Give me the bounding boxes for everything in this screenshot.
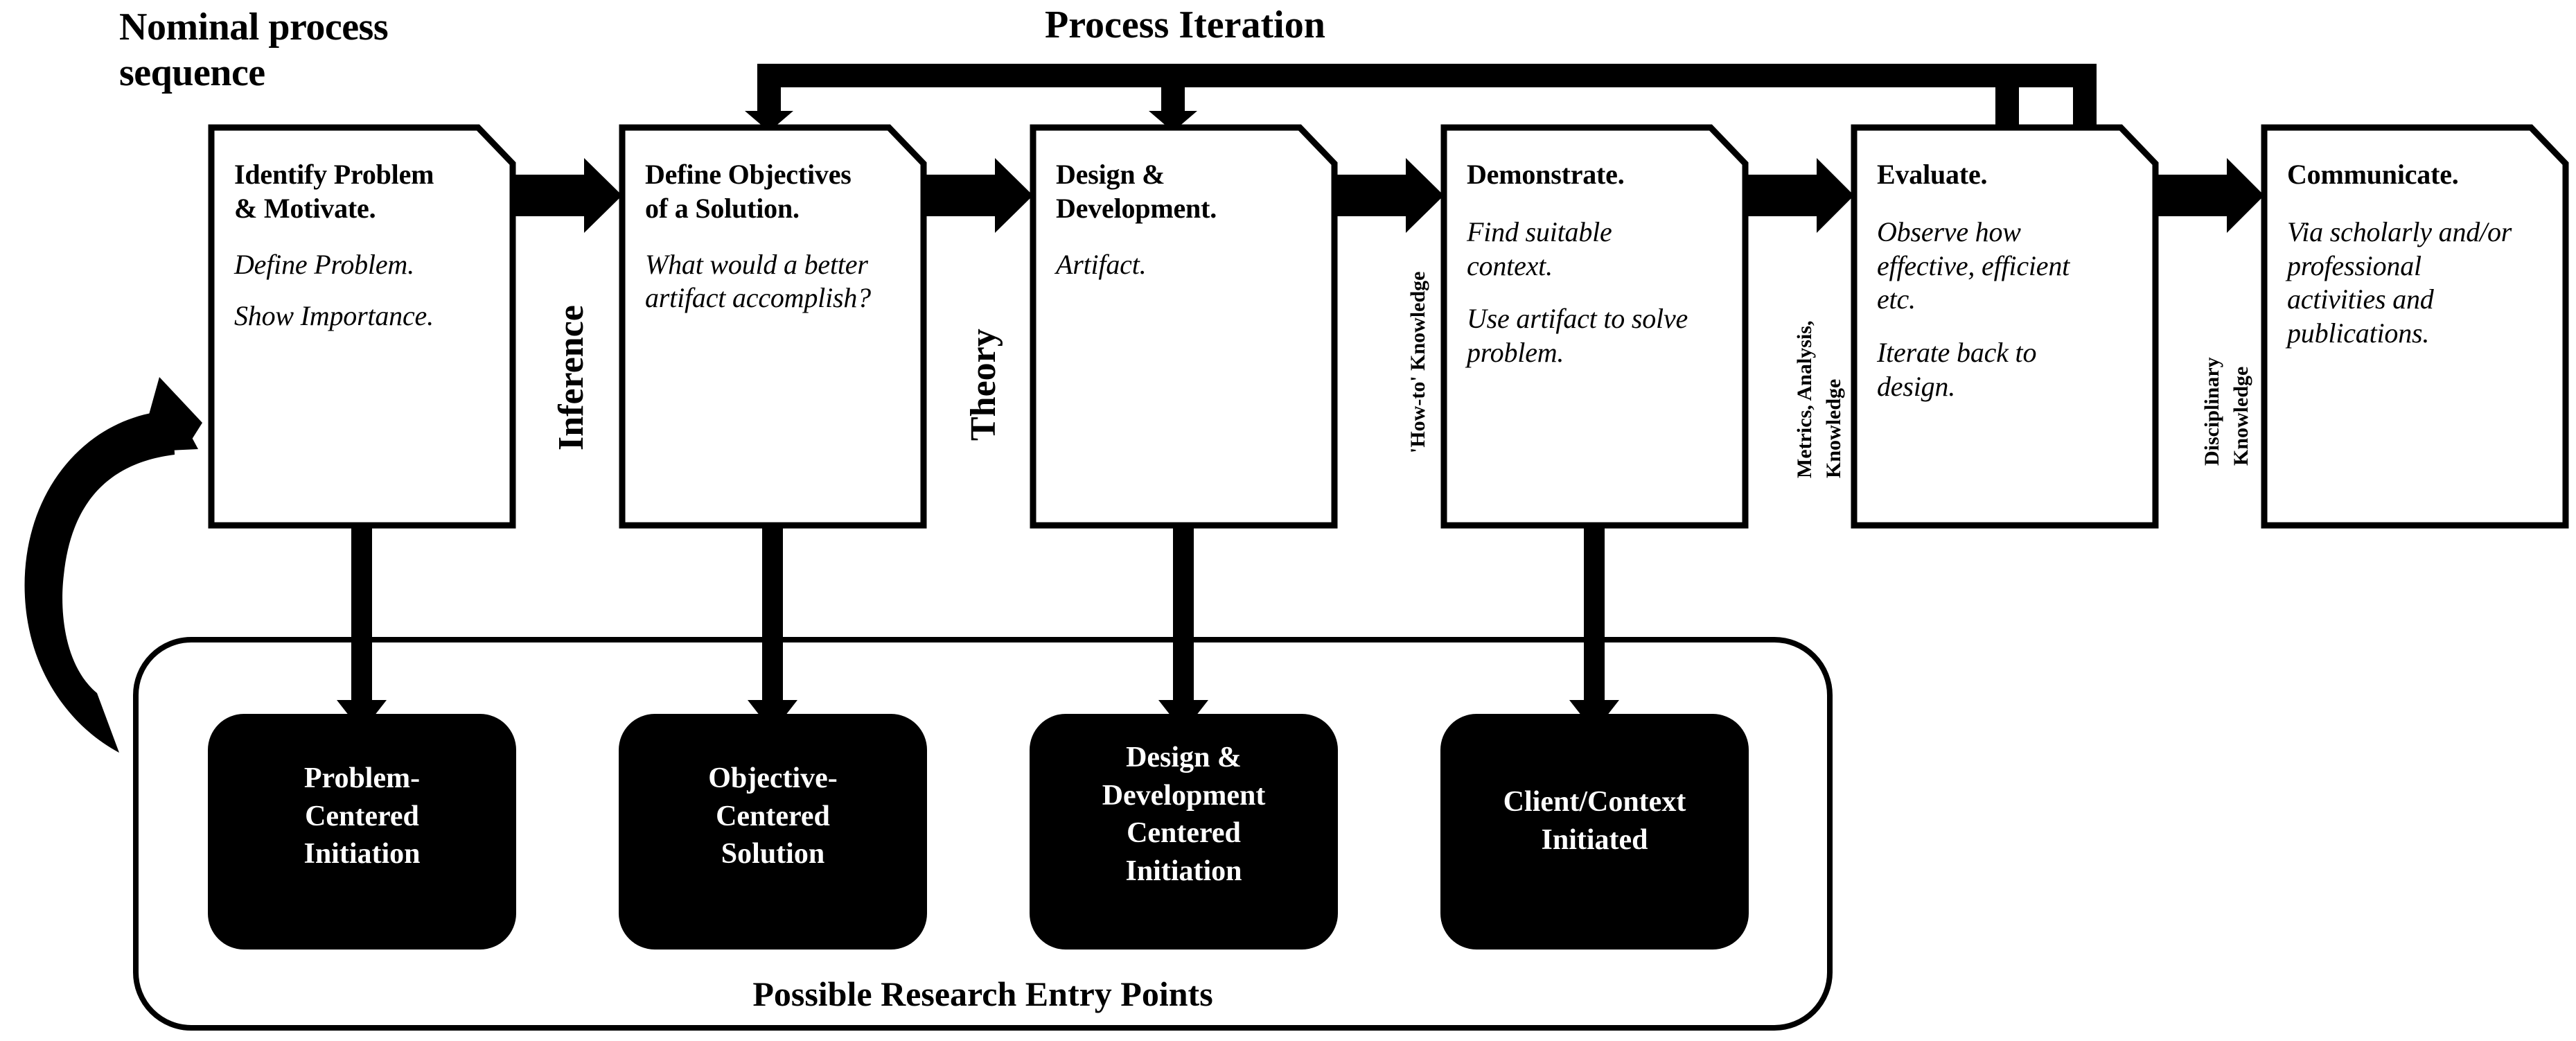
box1-heading-line1: Identify Problem	[234, 159, 434, 190]
process-box-3	[1030, 124, 1338, 529]
box2-body-line1: What would a better	[645, 248, 868, 280]
entry-box-1-label: Problem- Centered Initiation	[208, 760, 516, 873]
process-box-2	[619, 124, 927, 529]
process-iteration-label: Process Iteration	[1045, 3, 1325, 46]
arrow-4-5	[1745, 158, 1854, 233]
sequence-arrows	[513, 158, 2264, 233]
entry-box-4-label: Client/Context Initiated	[1440, 783, 1749, 859]
process-box-1-text: Identify Problem & Motivate. Define Prob…	[234, 158, 497, 333]
box3-heading-line2: Development.	[1056, 192, 1217, 224]
box6-heading-line1: Communicate.	[2287, 159, 2459, 190]
arrow-1-2	[513, 158, 622, 233]
box5-body-line4: Iterate back to	[1877, 337, 2037, 369]
page-title-line2: sequence	[119, 51, 265, 95]
process-box-5-text: Evaluate. Observe how effective, efficie…	[1877, 158, 2149, 404]
box6-body-line3: activities and	[2287, 283, 2434, 315]
box6-body-line2: professional	[2287, 250, 2421, 281]
entry-box-3-label: Design & Development Centered Initiation	[1030, 739, 1338, 890]
entry-point-arrows	[337, 525, 1619, 732]
entry-box-3-line4: Initiation	[1125, 855, 1242, 887]
box2-body-line2: artifact accomplish?	[645, 282, 871, 314]
process-box-6	[2261, 124, 2569, 529]
box4-body-line3: Use artifact to solve	[1467, 303, 1688, 335]
box3-heading-line1: Design &	[1056, 159, 1165, 190]
box6-body-line4: publications.	[2287, 317, 2430, 349]
process-box-3-text: Design & Development. Artifact.	[1056, 158, 1327, 281]
entry-box-3-line3: Centered	[1127, 817, 1241, 850]
arrow-3-4	[1334, 158, 1444, 233]
connector-label-metrics-analysis: Metrics, Analysis,	[1793, 320, 1816, 478]
box5-heading-line1: Evaluate.	[1877, 159, 1988, 190]
entry-point-boxes	[208, 714, 1749, 950]
process-box-5	[1851, 124, 2159, 529]
box6-body-line1: Via scholarly and/or	[2287, 216, 2512, 247]
process-box-outlines	[208, 124, 2569, 529]
entry-box-3-line1: Design &	[1126, 742, 1242, 773]
entry-box-3	[1030, 714, 1338, 950]
arrow-2-3	[924, 158, 1033, 233]
entry-box-4-line2: Initiated	[1541, 823, 1648, 856]
box4-heading-line1: Demonstrate.	[1467, 159, 1625, 190]
entry-box-2-label: Objective- Centered Solution	[619, 760, 927, 873]
page-title: Nominal process sequence	[119, 4, 445, 96]
process-box-2-text: Define Objectives of a Solution. What wo…	[645, 158, 917, 315]
box1-body-line2: Show Importance.	[234, 300, 434, 332]
entry-box-2-line3: Solution	[721, 838, 825, 871]
arrow-5-6	[2155, 158, 2264, 233]
box5-body-line1: Observe how	[1877, 216, 2021, 247]
process-box-1	[208, 124, 516, 529]
box5-body-line5: design.	[1877, 370, 1956, 402]
box1-body-line1: Define Problem.	[234, 248, 414, 280]
box4-body-line2: context.	[1467, 250, 1553, 281]
entry-box-2-line2: Centered	[716, 800, 830, 832]
process-box-4-text: Demonstrate. Find suitable context. Use …	[1467, 158, 1738, 370]
box4-body-line1: Find suitable	[1467, 216, 1612, 247]
entry-box-2-line1: Objective-	[708, 762, 838, 794]
box1-heading-line2: & Motivate.	[234, 192, 376, 224]
loopback-arrow	[24, 377, 202, 753]
box2-heading-line1: Define Objectives	[645, 159, 852, 190]
connector-label-theory: Theory	[964, 329, 1003, 441]
entry-box-1-line2: Centered	[305, 800, 419, 832]
process-box-6-text: Communicate. Via scholarly and/or profes…	[2287, 158, 2564, 351]
connector-label-disciplinary: Disciplinary	[2200, 357, 2223, 466]
box2-heading-line2: of a Solution.	[645, 192, 800, 224]
entry-box-4	[1440, 714, 1749, 950]
page-title-line1: Nominal process	[119, 6, 389, 49]
connector-label-metrics-knowledge: Knowledge	[1822, 378, 1845, 478]
process-box-4	[1440, 124, 1749, 529]
entry-box-2	[619, 714, 927, 950]
connector-label-disciplinary-knowledge: Knowledge	[2230, 366, 2252, 466]
entry-box-1	[208, 714, 516, 950]
entry-box-1-line1: Problem-	[303, 762, 421, 794]
connector-label-how-to-knowledge: 'How-to' Knowledge	[1406, 271, 1429, 454]
entry-points-container	[133, 637, 1833, 1031]
box5-body-line3: etc.	[1877, 283, 1916, 315]
entry-box-4-line1: Client/Context	[1503, 786, 1686, 818]
box5-body-line2: effective, efficient	[1877, 250, 2070, 281]
entry-points-caption: Possible Research Entry Points	[752, 974, 1213, 1013]
entry-box-3-line2: Development	[1102, 779, 1266, 812]
connector-label-inference: Inference	[552, 305, 591, 450]
box3-body-line1: Artifact.	[1056, 248, 1147, 280]
process-iteration-bus	[745, 64, 2097, 132]
box4-body-line4: problem.	[1467, 337, 1564, 369]
entry-box-1-line3: Initiation	[303, 838, 421, 871]
